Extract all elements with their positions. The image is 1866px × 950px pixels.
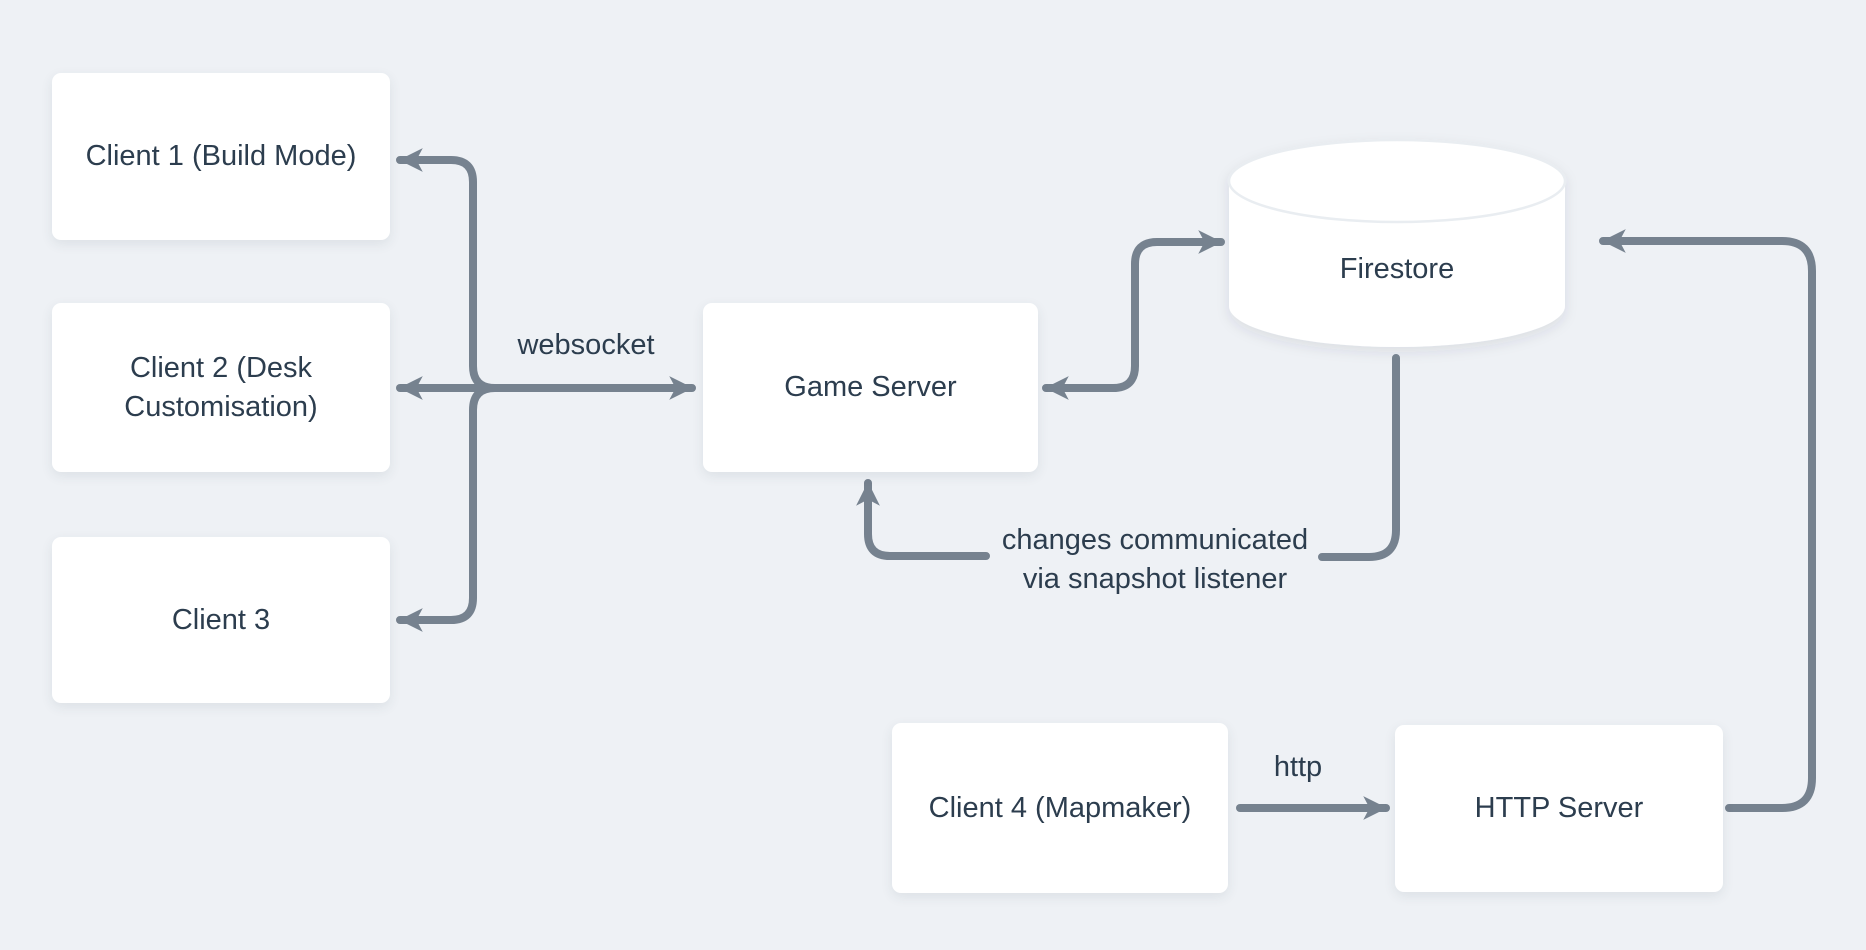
edge-label-websocket: websocket [517,329,655,361]
node-client2-label: Client 2 (Desk Customisation) [124,352,318,423]
node-client4: Client 4 (Mapmaker) [892,723,1228,893]
node-client1: Client 1 (Build Mode) [52,73,390,240]
node-http-server-label: HTTP Server [1474,792,1644,825]
edge-websocket-client3-branch [396,384,499,632]
node-client2: Client 2 (Desk Customisation) [52,303,390,472]
edge-snapshot-right-segment [1318,354,1400,561]
edge-label-snapshot-listener: changes communicated via snapshot listen… [975,521,1335,599]
edge-gameserver-firestore [1042,230,1225,400]
node-client3: Client 3 [52,537,390,703]
node-client4-label: Client 4 (Mapmaker) [928,791,1192,824]
node-client1-label: Client 1 (Build Mode) [85,140,357,173]
edge-label-snapshot-line1: changes communicated [1001,524,1309,556]
edge-label-snapshot-line2: via snapshot listener [1022,563,1288,595]
edge-httpserver-firestore-loop [1599,229,1816,812]
edge-snapshot-left-segment [856,479,990,560]
node-client3-label: Client 3 [171,603,271,636]
node-game-server-label: Game Server [784,371,957,404]
firestore-cylinder [1227,138,1567,347]
node-http-server: HTTP Server [1395,725,1723,892]
node-game-server: Game Server [703,303,1038,472]
node-firestore-label: Firestore [1339,253,1455,285]
edge-label-http: http [1273,751,1323,783]
